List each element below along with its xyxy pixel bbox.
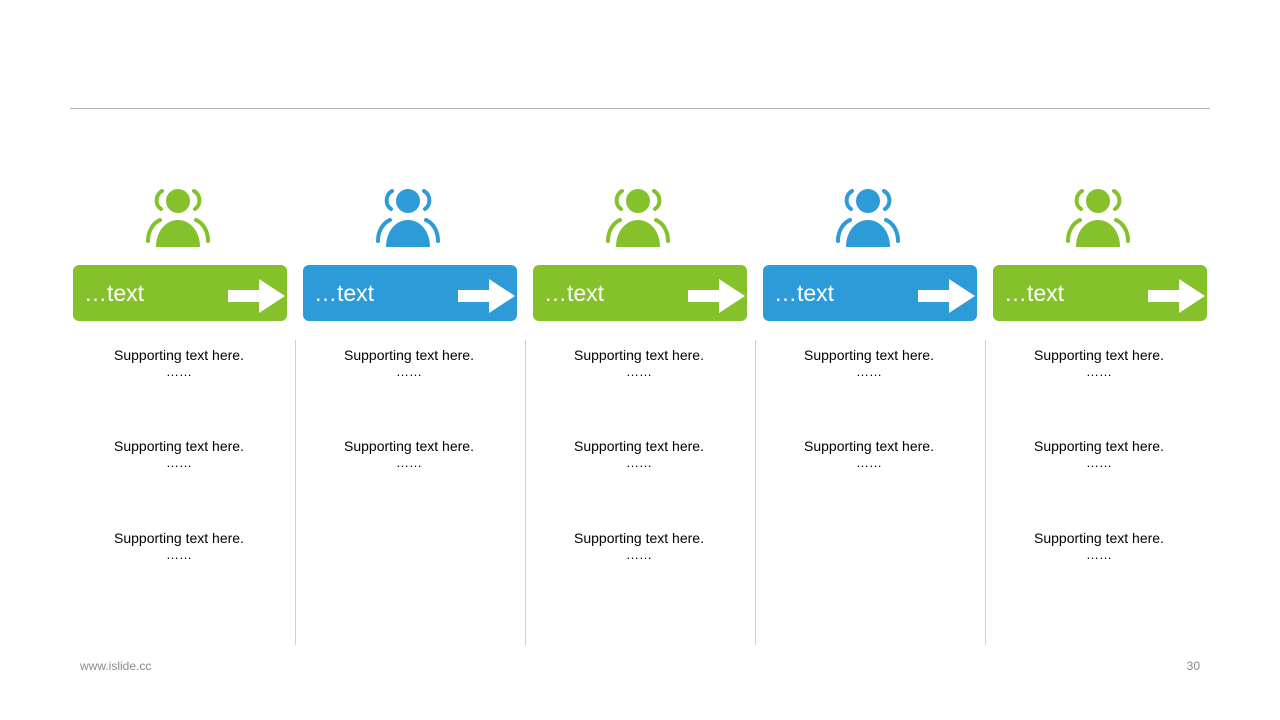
supporting-item: Supporting text here.…… — [300, 345, 518, 381]
arrow-right-icon — [1148, 278, 1206, 314]
supporting-text: Supporting text here. — [344, 347, 474, 363]
user-group-icon — [375, 186, 441, 248]
header-bar[interactable]: …text — [73, 265, 287, 321]
supporting-text: Supporting text here. — [114, 530, 244, 546]
supporting-item: Supporting text here.…… — [760, 345, 978, 381]
supporting-item: Supporting text here.…… — [990, 345, 1208, 381]
header-bar[interactable]: …text — [993, 265, 1207, 321]
supporting-item: Supporting text here.…… — [990, 528, 1208, 564]
supporting-text: Supporting text here. — [1034, 347, 1164, 363]
user-group-icon — [835, 186, 901, 248]
arrow-right-icon — [688, 278, 746, 314]
supporting-text: Supporting text here. — [344, 438, 474, 454]
header-label: …text — [774, 280, 835, 306]
ellipsis-text: …… — [166, 364, 192, 379]
ellipsis-text: …… — [1086, 547, 1112, 562]
ellipsis-text: …… — [856, 364, 882, 379]
page-number: 30 — [1186, 659, 1200, 673]
ellipsis-text: …… — [1086, 455, 1112, 470]
arrow-right-icon — [228, 278, 286, 314]
supporting-text: Supporting text here. — [1034, 530, 1164, 546]
header-bar[interactable]: …text — [303, 265, 517, 321]
supporting-text: Supporting text here. — [574, 438, 704, 454]
footer-url: www.islide.cc — [80, 659, 152, 673]
supporting-item: Supporting text here.…… — [530, 528, 748, 564]
ellipsis-text: …… — [166, 455, 192, 470]
supporting-item: Supporting text here.…… — [530, 436, 748, 472]
ellipsis-text: …… — [626, 455, 652, 470]
supporting-text: Supporting text here. — [114, 347, 244, 363]
column-divider — [985, 340, 986, 645]
header-label: …text — [314, 280, 375, 306]
header-label: …text — [1004, 280, 1065, 306]
supporting-item: Supporting text here.…… — [300, 436, 518, 472]
ellipsis-text: …… — [1086, 364, 1112, 379]
ellipsis-text: …… — [396, 364, 422, 379]
supporting-item: Supporting text here.…… — [990, 436, 1208, 472]
header-label: …text — [544, 280, 605, 306]
user-group-icon — [1065, 186, 1131, 248]
column-divider — [525, 340, 526, 645]
arrow-right-icon — [458, 278, 516, 314]
ellipsis-text: …… — [856, 455, 882, 470]
supporting-text: Supporting text here. — [804, 438, 934, 454]
supporting-item: Supporting text here.…… — [70, 528, 288, 564]
header-label: …text — [84, 280, 145, 306]
header-bar[interactable]: …text — [763, 265, 977, 321]
title-divider-line — [70, 108, 1210, 109]
supporting-text: Supporting text here. — [574, 347, 704, 363]
ellipsis-text: …… — [626, 547, 652, 562]
user-group-icon — [605, 186, 671, 248]
supporting-text: Supporting text here. — [574, 530, 704, 546]
column-divider — [755, 340, 756, 645]
supporting-item: Supporting text here.…… — [70, 436, 288, 472]
supporting-item: Supporting text here.…… — [70, 345, 288, 381]
ellipsis-text: …… — [166, 547, 192, 562]
ellipsis-text: …… — [396, 455, 422, 470]
ellipsis-text: …… — [626, 364, 652, 379]
supporting-item: Supporting text here.…… — [760, 436, 978, 472]
supporting-item: Supporting text here.…… — [530, 345, 748, 381]
supporting-text: Supporting text here. — [1034, 438, 1164, 454]
user-group-icon — [145, 186, 211, 248]
supporting-text: Supporting text here. — [114, 438, 244, 454]
header-bar[interactable]: …text — [533, 265, 747, 321]
column-divider — [295, 340, 296, 645]
supporting-text: Supporting text here. — [804, 347, 934, 363]
arrow-right-icon — [918, 278, 976, 314]
